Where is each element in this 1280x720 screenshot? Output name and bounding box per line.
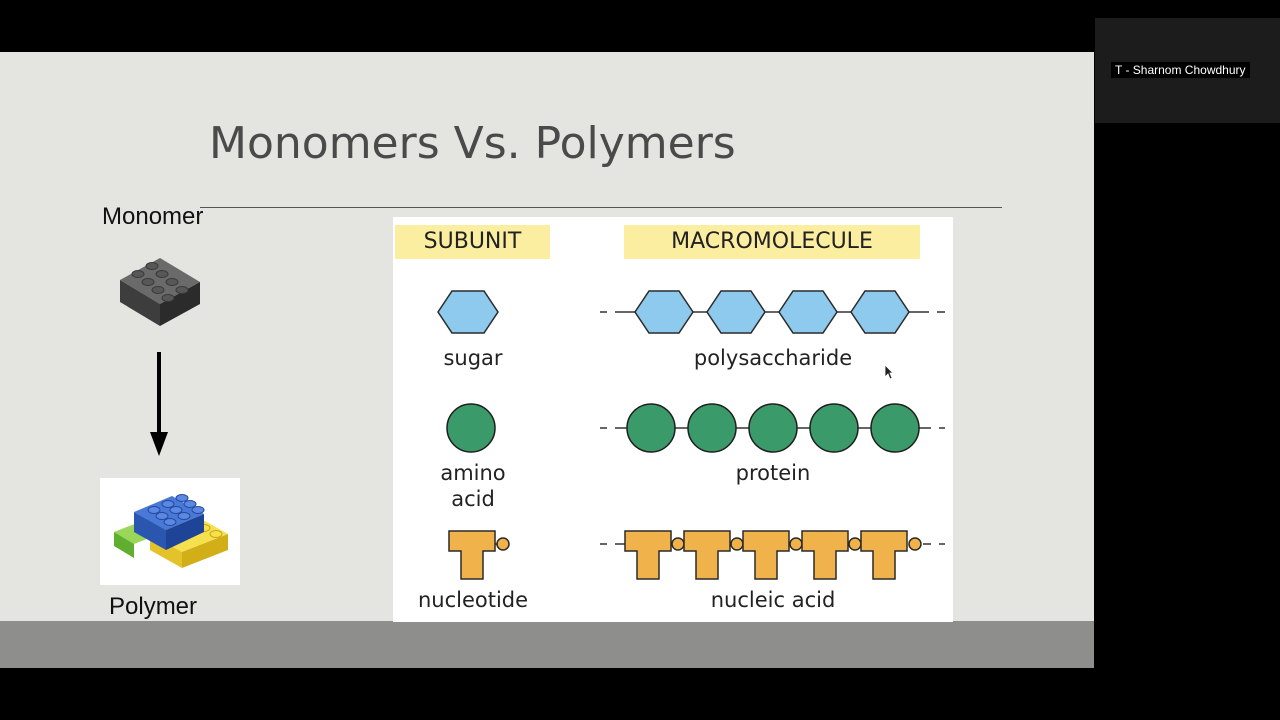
sugar-label: sugar — [443, 346, 503, 370]
polymer-image — [100, 478, 240, 585]
protein-chain-icon — [600, 403, 945, 453]
nucleic-acid-chain-icon — [600, 530, 945, 580]
t-block-icon — [448, 530, 510, 580]
polysaccharide-chain-icon — [600, 290, 945, 334]
arrow-down-icon — [150, 352, 168, 456]
lego-brick-icon — [120, 258, 200, 326]
lego-stack-icon — [114, 494, 228, 568]
presenter-name-label: T - Sharnom Chowdhury — [1111, 62, 1250, 78]
slide-title: Monomers Vs. Polymers — [209, 118, 736, 169]
monomer-label: Monomer — [102, 203, 204, 230]
title-divider — [200, 207, 1002, 208]
amino-label: amino — [440, 461, 506, 485]
figure-drawings — [437, 290, 945, 580]
nucleotide-label: nucleotide — [417, 588, 529, 612]
macromolecule-header: MACROMOLECULE — [624, 225, 920, 259]
presenter-video-tile[interactable]: T - Sharnom Chowdhury — [1095, 18, 1280, 123]
hexagon-icon — [437, 290, 499, 334]
protein-label: protein — [735, 461, 811, 485]
circle-icon — [446, 403, 496, 453]
mouse-cursor-icon — [884, 364, 894, 380]
polysaccharide-label: polysaccharide — [693, 346, 853, 370]
acid-label: acid — [451, 487, 495, 511]
slide-bottom-bar — [0, 621, 1094, 668]
subunit-header: SUBUNIT — [395, 225, 550, 259]
nucleic-acid-label: nucleic acid — [710, 588, 836, 612]
polymer-label: Polymer — [109, 593, 198, 620]
monomer-polymer-figure: SUBUNIT MACROMOLECULE — [393, 217, 953, 622]
